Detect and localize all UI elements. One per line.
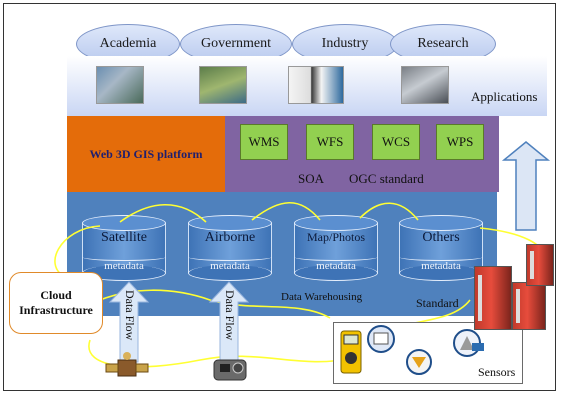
satellite-icon <box>105 352 149 377</box>
server-rack-back-icon <box>526 244 554 286</box>
store-map-photos-title: Map/Photos <box>306 230 365 244</box>
aircraft-icon <box>213 359 247 381</box>
data-warehousing-label: Data Warehousing <box>281 291 363 303</box>
map-app-thumbnail <box>288 66 344 104</box>
standard-label: Standard <box>416 296 459 310</box>
store-map-photos-metadata: metadata <box>316 260 356 272</box>
connector-cloud-satellite <box>54 225 101 279</box>
cloud-label-line2: Infrastructure <box>19 303 93 317</box>
multimeter-icon <box>340 330 362 374</box>
terrain-app-thumbnail <box>199 66 247 104</box>
applications-label: Applications <box>471 89 538 104</box>
store-others-metadata: metadata <box>421 260 461 272</box>
connector-airborne-map <box>251 201 321 221</box>
store-others-title: Others <box>422 230 460 245</box>
store-airborne: Airborne metadata <box>188 215 272 281</box>
service-wcs: WCS <box>372 124 420 160</box>
cloud-label-line1: Cloud <box>40 288 72 302</box>
connector-map-others <box>359 202 419 221</box>
user-academia-label: Academia <box>99 36 157 51</box>
funnel-sensor-icon <box>406 349 432 375</box>
server-rack-small-icon <box>512 282 546 330</box>
store-satellite-metadata: metadata <box>104 260 144 272</box>
connector-bottom-loop <box>88 339 353 368</box>
user-research-label: Research <box>417 36 469 51</box>
data-flow-label-right: Data Flow <box>223 290 237 341</box>
store-airborne-metadata: metadata <box>210 260 250 272</box>
service-wms: WMS <box>240 124 288 160</box>
return-arrow-icon <box>501 141 551 231</box>
device-app-thumbnail <box>401 66 449 104</box>
weather-station-icon <box>453 329 484 357</box>
data-flow-arrow-right-icon <box>208 281 250 363</box>
service-wfs: WFS <box>306 124 354 160</box>
satellite-app-thumbnail <box>96 66 144 104</box>
web-3d-gis-platform: Web 3D GIS platform <box>67 116 225 192</box>
user-government-label: Government <box>201 36 271 51</box>
store-others: Others metadata <box>399 215 483 281</box>
sensors-label: Sensors <box>478 365 516 379</box>
user-industry-label: Industry <box>321 36 369 51</box>
service-wps: WPS <box>436 124 484 160</box>
data-flow-label-left: Data Flow <box>123 290 137 341</box>
platform-title: Web 3D GIS platform <box>89 146 203 161</box>
server-rack-icon <box>474 266 512 330</box>
ogc-standard-label: OGC standard <box>349 171 424 186</box>
store-map-photos: Map/Photos metadata <box>294 215 378 281</box>
store-airborne-title: Airborne <box>204 230 256 245</box>
soa-label: SOA <box>298 171 325 186</box>
store-satellite-title: Satellite <box>101 230 147 245</box>
store-satellite: Satellite metadata <box>82 215 166 281</box>
data-flow-arrow-left-icon <box>108 281 150 363</box>
display-sensor-icon <box>367 325 395 353</box>
connector-satellite-airborne <box>119 204 207 223</box>
